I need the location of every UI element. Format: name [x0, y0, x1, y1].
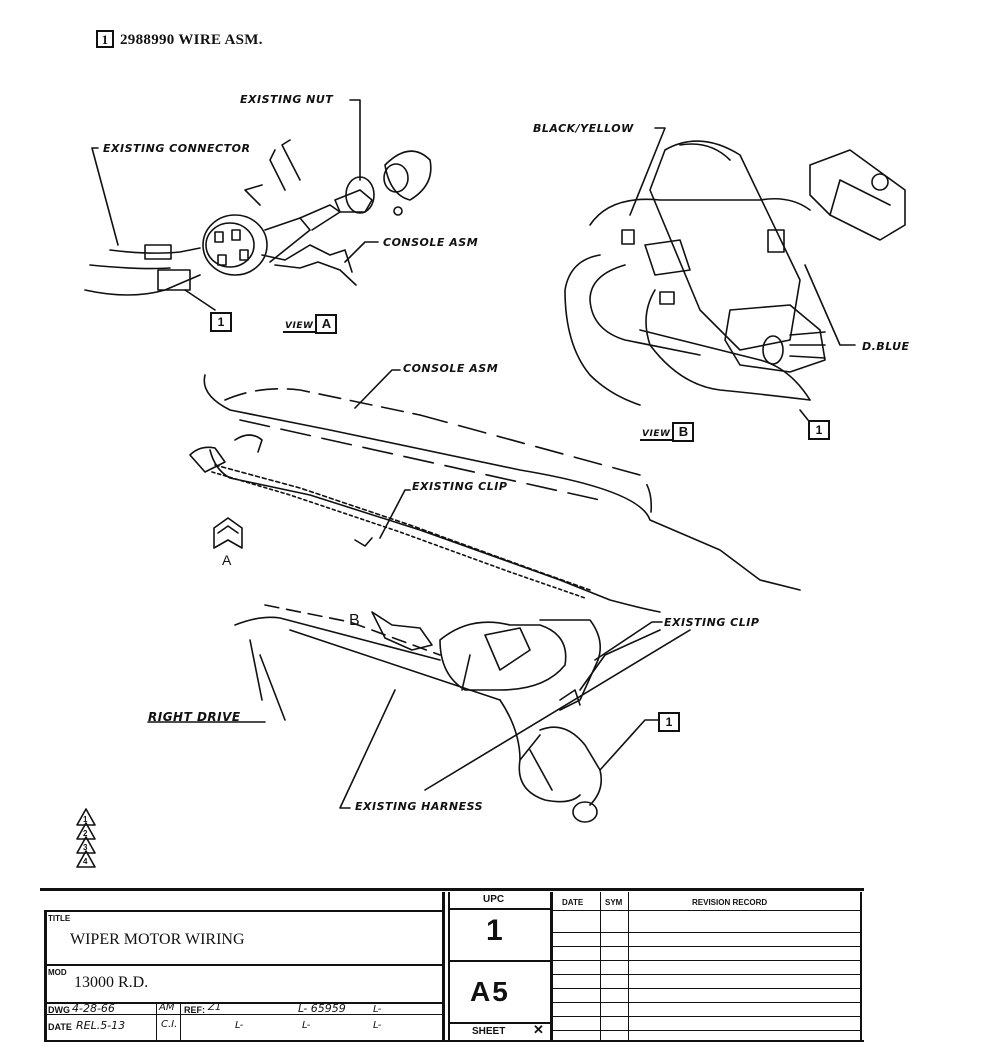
drawing-title: WIPER MOTOR WIRING [70, 931, 245, 948]
revision-record-header: REVISION RECORD [692, 898, 768, 907]
revision-triangle-3: 3 [83, 843, 88, 852]
section-value: A5 [470, 976, 510, 1007]
header-item-number: 1 [96, 30, 114, 48]
ref-label: REF: [184, 1005, 205, 1015]
mod-tag: MOD [48, 968, 67, 977]
dwg-label: DWG [48, 1005, 70, 1015]
dwg-initials: AM [159, 1002, 175, 1013]
revision-triangle-1: 1 [83, 815, 88, 824]
ref-l2: L- 65959 [298, 1002, 346, 1015]
upc-value: 1 [486, 914, 503, 947]
label-existing-connector: EXISTING CONNECTOR [103, 142, 251, 155]
rel-initials: C.I. [161, 1019, 178, 1030]
sheet-check-mark: ✕ [533, 1022, 544, 1037]
view-b-letter: B [672, 422, 695, 442]
view-b-word: VIEW [640, 429, 673, 441]
label-existing-clip-lower: EXISTING CLIP [664, 616, 760, 629]
drawing-header: 1 2988990 WIRE ASM. [96, 30, 263, 49]
label-existing-harness: EXISTING HARNESS [355, 800, 484, 813]
revision-triangles [76, 808, 96, 868]
sheet-label: SHEET [472, 1026, 506, 1037]
revision-sym-header: SYM [605, 898, 623, 907]
callout-1-view-a: 1 [210, 312, 232, 332]
view-a-switch-assembly [84, 99, 432, 311]
revision-triangle-2: 2 [83, 829, 88, 838]
view-a-word: VIEW [283, 321, 316, 333]
label-console-asm-main: CONSOLE ASM [403, 362, 499, 375]
ref-l4: L- [373, 1004, 382, 1015]
ref-l3: L- [302, 1020, 311, 1031]
view-a-letter: A [315, 314, 338, 334]
ref-l1: L- [235, 1020, 244, 1031]
arrow-label-b: B [349, 612, 360, 629]
rel-date: REL.5-13 [76, 1019, 126, 1032]
revision-triangle-4: 4 [83, 857, 88, 866]
main-view-console [147, 369, 801, 823]
mod-value: 13000 R.D. [74, 974, 149, 991]
ref-l5: L- [373, 1020, 382, 1031]
callout-1-view-b: 1 [808, 420, 830, 440]
ref-value: Z1 [208, 1002, 222, 1013]
callout-1-main: 1 [658, 712, 680, 732]
date-label: DATE [48, 1022, 72, 1032]
upc-label: UPC [483, 894, 505, 905]
header-part-text: 2988990 WIRE ASM. [120, 32, 263, 48]
label-existing-clip-upper: EXISTING CLIP [412, 480, 508, 493]
label-black-yellow: BLACK/YELLOW [533, 122, 634, 135]
arrow-label-a: A [222, 552, 232, 568]
title-block: TITLE WIPER MOTOR WIRING MOD 13000 R.D. … [40, 888, 864, 1042]
label-d-blue: D.BLUE [862, 340, 910, 353]
revision-date-header: DATE [562, 898, 584, 907]
label-console-asm-view-a: CONSOLE ASM [383, 236, 479, 249]
label-right-drive: RIGHT DRIVE [148, 710, 241, 724]
label-existing-nut: EXISTING NUT [240, 93, 334, 106]
title-tag: TITLE [48, 914, 71, 923]
dwg-date: 4-28-66 [72, 1002, 115, 1015]
view-b-wiper-motor [564, 127, 906, 421]
